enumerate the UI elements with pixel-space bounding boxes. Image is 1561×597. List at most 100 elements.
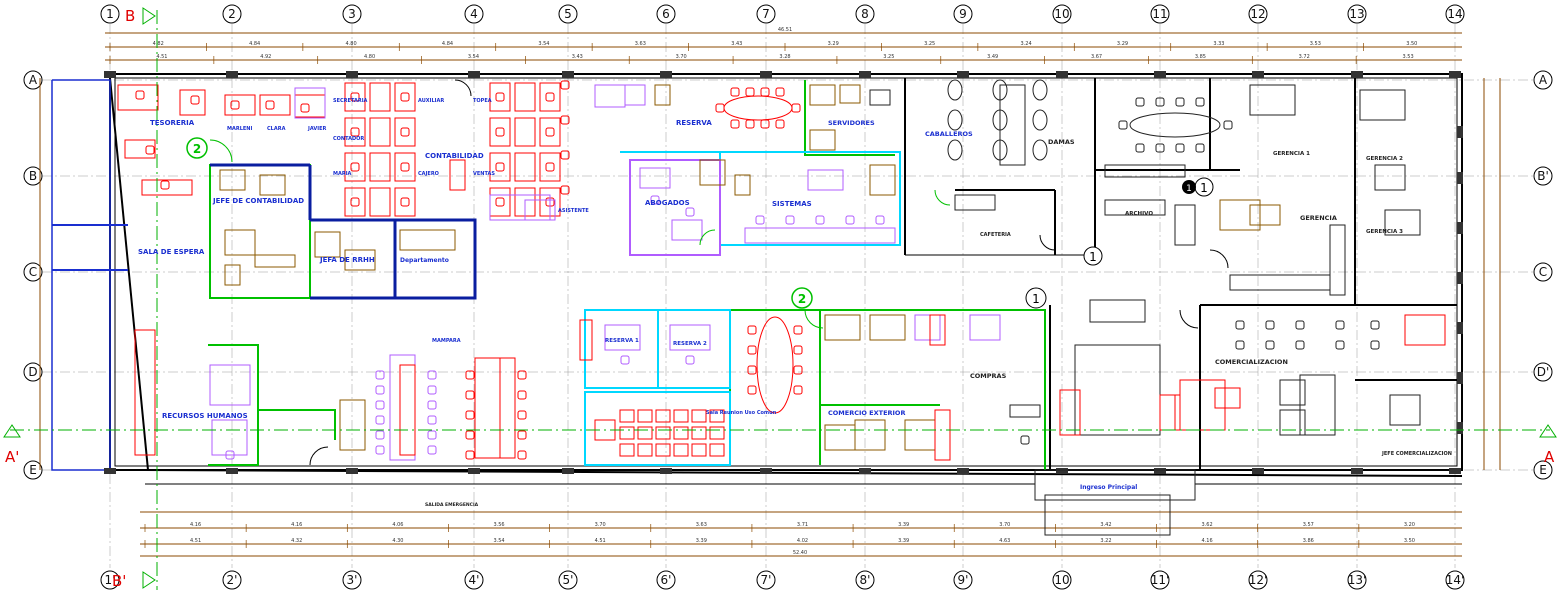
desk xyxy=(369,187,391,217)
desk xyxy=(314,231,341,258)
desk xyxy=(399,229,456,251)
desk xyxy=(1174,204,1196,246)
callout-1b-text: 1 xyxy=(1200,181,1208,195)
column xyxy=(859,71,871,78)
chair xyxy=(747,325,757,335)
chair xyxy=(760,119,770,129)
chair xyxy=(815,215,825,225)
chair xyxy=(775,87,785,97)
axis-bubble-top xyxy=(1248,4,1268,24)
desk xyxy=(579,319,593,361)
desk xyxy=(369,82,391,112)
desk xyxy=(673,409,689,423)
desk xyxy=(709,443,725,457)
chair xyxy=(400,92,410,102)
axis-bubble-bottom xyxy=(1347,570,1367,590)
desk xyxy=(489,117,511,147)
room-caballeros: CABALLEROS xyxy=(925,130,973,138)
desk xyxy=(673,443,689,457)
axis-bubble-right xyxy=(1533,70,1553,90)
dimension-value: 3.62 xyxy=(1202,522,1213,528)
chair xyxy=(1155,143,1165,153)
axis-label-top: 2 xyxy=(228,7,236,21)
axis-bubble-left xyxy=(23,362,43,382)
dimension-value: 4.63 xyxy=(999,538,1010,544)
desk xyxy=(1374,164,1406,191)
chair xyxy=(1335,340,1345,350)
desk xyxy=(1279,409,1306,436)
axis-label-bottom: 4' xyxy=(469,573,480,587)
desk-label: MARIA xyxy=(333,171,352,177)
column xyxy=(859,468,871,474)
desk-labels: MARLENI CLARA JAVIER SECRETARIA AUXILIAR… xyxy=(227,98,589,214)
column xyxy=(1056,71,1068,78)
chair xyxy=(517,410,527,420)
desk xyxy=(691,443,707,457)
chair xyxy=(160,180,170,190)
desk xyxy=(489,82,511,112)
dimension-value: 3.67 xyxy=(1091,54,1102,60)
room-damas: DAMAS xyxy=(1048,138,1075,146)
axis-label-right: C xyxy=(1539,265,1547,279)
chair xyxy=(1175,97,1185,107)
desk xyxy=(344,152,366,182)
chair xyxy=(1020,435,1030,445)
desk xyxy=(969,314,1001,341)
callout-1d-text: 1 xyxy=(1186,184,1192,194)
axis-bubble-bottom xyxy=(1150,570,1170,590)
chair xyxy=(230,100,240,110)
desk xyxy=(369,152,391,182)
label-mampara: MAMPARA xyxy=(432,338,461,344)
column xyxy=(1457,272,1463,284)
axis-label-top: 5 xyxy=(564,7,572,21)
desk xyxy=(655,426,671,440)
axis-label-right: D' xyxy=(1537,365,1550,379)
chair xyxy=(495,162,505,172)
dimension-value: 4.06 xyxy=(392,522,403,528)
room-contabilidad: CONTABILIDAD xyxy=(425,152,484,160)
section-a-right: A xyxy=(1544,448,1555,466)
chair xyxy=(517,370,527,380)
chair xyxy=(375,400,385,410)
desk xyxy=(524,199,556,221)
desk-label: JAVIER xyxy=(307,126,327,132)
desk xyxy=(259,94,291,116)
room-labels: TESORERIA CONTABILIDAD JEFE DE CONTABILI… xyxy=(138,119,1452,508)
desk xyxy=(539,82,561,112)
desk xyxy=(219,169,246,191)
desk-label: VENTAS xyxy=(473,171,495,177)
toilet xyxy=(947,79,963,101)
desk xyxy=(294,87,326,119)
axis-label-top: 12 xyxy=(1250,7,1265,21)
desk xyxy=(807,169,844,191)
desk xyxy=(399,364,416,456)
room-reserva2: RESERVA 2 xyxy=(673,341,707,347)
chair xyxy=(875,215,885,225)
desk xyxy=(619,443,635,457)
chair xyxy=(225,450,235,460)
desk xyxy=(999,84,1026,166)
desk xyxy=(211,419,248,456)
chair xyxy=(400,197,410,207)
desk xyxy=(224,94,256,116)
column xyxy=(1056,468,1068,474)
axis-bubble-bottom xyxy=(953,570,973,590)
desk xyxy=(514,82,536,112)
chair xyxy=(730,87,740,97)
chair xyxy=(427,445,437,455)
desk xyxy=(639,167,671,189)
desk xyxy=(934,409,951,461)
desk xyxy=(224,229,256,256)
toilet xyxy=(947,109,963,131)
desk xyxy=(954,194,996,211)
axis-bubble-right xyxy=(1533,362,1553,382)
column xyxy=(346,71,358,78)
chair xyxy=(793,385,803,395)
dimension-value: 3.54 xyxy=(468,54,479,60)
axis-label-right: A xyxy=(1539,73,1548,87)
chair xyxy=(1235,320,1245,330)
callout-1d xyxy=(1182,180,1196,194)
desk xyxy=(539,117,561,147)
chair xyxy=(1295,320,1305,330)
